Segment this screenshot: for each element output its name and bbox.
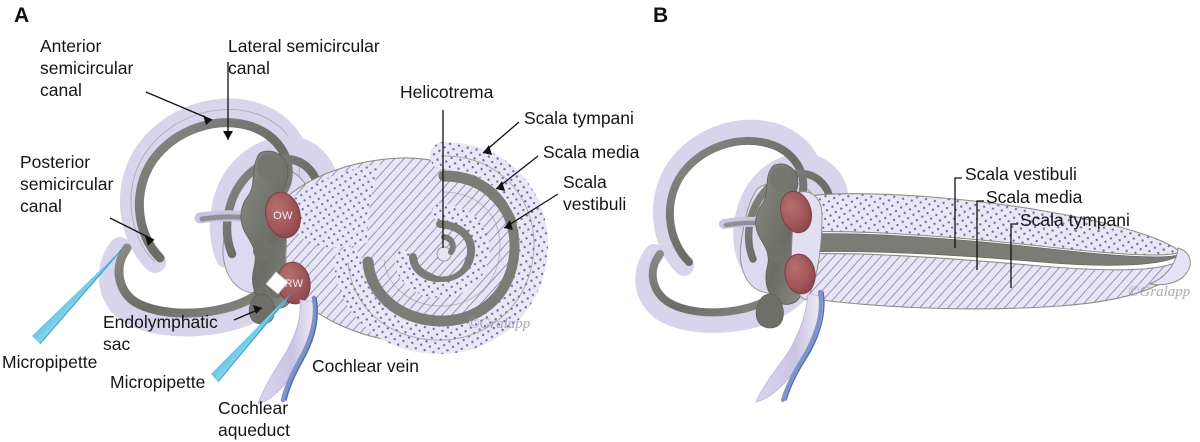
oval-window-a: OW: [265, 191, 301, 239]
label-lateral-semicircular-canal-l1: Lateral semicircular: [228, 36, 380, 56]
round-window-a: RW: [277, 261, 311, 305]
round-window-b: [784, 253, 816, 295]
label-cochlear-vein: Cochlear vein: [312, 356, 419, 376]
round-window-label: RW: [285, 278, 304, 290]
label-micropipette-upper: Micropipette: [2, 352, 97, 372]
label-micropipette-lower: Micropipette: [110, 372, 205, 392]
signature-a: ©Gralapp: [468, 316, 531, 332]
leader-anterior-semicircular-canal: [145, 91, 213, 121]
leader-scala-tympani-b: [1010, 223, 1018, 288]
micropipette-upper-a: [32, 249, 122, 345]
label-scala-vestibuli-b: Scala vestibuli: [965, 164, 1077, 184]
label-lateral-semicircular-canal-l2: canal: [228, 58, 270, 78]
label-posterior-semicircular-canal-l2: semicircular: [20, 174, 114, 194]
panel-b-leaders: [954, 177, 1018, 288]
cochlear-vein-b: [781, 290, 825, 402]
leader-scala-media-a: [495, 155, 539, 190]
label-scala-vestibuli-a-l2: vestibuli: [563, 194, 626, 214]
leader-posterior-semicircular-canal: [109, 217, 155, 241]
panel-b-annotations: Scala vestibuli Scala media Scala tympan…: [965, 164, 1130, 230]
label-scala-media-a: Scala media: [543, 142, 640, 162]
label-anterior-semicircular-canal-l1: Anterior: [40, 36, 101, 56]
panel-a-illustration: OW RW: [32, 62, 559, 405]
panel-letters: A B: [14, 4, 668, 27]
oval-window-label: OW: [273, 210, 293, 222]
label-posterior-semicircular-canal-l3: canal: [20, 196, 62, 216]
panel-b-illustration: ©Gralapp: [635, 119, 1191, 403]
cochlear-aqueduct-b: [755, 293, 823, 403]
label-helicotrema: Helicotrema: [400, 82, 494, 102]
label-scala-media-b: Scala media: [986, 187, 1083, 207]
leader-scala-media-b: [976, 200, 984, 270]
leader-scala-vestibuli-b: [954, 177, 962, 248]
micropipette-lower-a: [211, 271, 293, 383]
panel-a-leaders: [109, 62, 559, 321]
label-posterior-semicircular-canal-l1: Posterior: [20, 152, 90, 172]
panel-a-annotations: Anterior semicircular canal Lateral semi…: [2, 36, 640, 440]
label-endolymphatic-sac-l1: Endolymphatic: [103, 312, 218, 332]
label-anterior-semicircular-canal-l2: semicircular: [40, 58, 134, 78]
cochlear-vein-a: [280, 295, 318, 403]
label-scala-tympani-a: Scala tympani: [524, 108, 634, 128]
signature-b: ©Gralapp: [1128, 284, 1191, 300]
label-anterior-semicircular-canal-l3: canal: [40, 80, 82, 100]
panel-letter-b: B: [653, 4, 668, 27]
oval-window-b: [779, 190, 813, 234]
label-cochlear-aqueduct-l2: aqueduct: [218, 420, 290, 440]
panel-letter-a: A: [14, 4, 29, 27]
label-endolymphatic-sac-l2: sac: [103, 334, 130, 354]
label-scala-tympani-b: Scala tympani: [1020, 210, 1130, 230]
label-cochlear-aqueduct-l1: Cochlear: [218, 398, 288, 418]
label-scala-vestibuli-a-l1: Scala: [563, 172, 607, 192]
leader-scala-vestibuli-a: [503, 193, 559, 229]
